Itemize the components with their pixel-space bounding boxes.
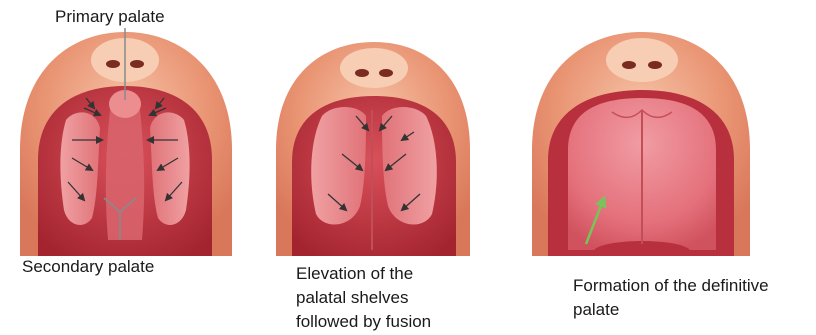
stage1-shelf-left bbox=[60, 112, 100, 225]
stage1-nostril-right bbox=[130, 60, 144, 68]
stage3-nostril-right bbox=[648, 61, 662, 69]
stage1-septum bbox=[106, 110, 144, 240]
label-stage3-line2: palate bbox=[573, 299, 619, 321]
stage2-shelf-right bbox=[382, 107, 437, 224]
stage2-nostril-right bbox=[379, 69, 393, 77]
stage3-nostril-left bbox=[622, 61, 636, 69]
stage2-shelf-left bbox=[311, 107, 366, 224]
stage1-nostril-left bbox=[106, 60, 120, 68]
label-stage2-line3: followed by fusion bbox=[296, 311, 431, 333]
label-stage3-line1: Formation of the definitive bbox=[573, 275, 769, 297]
panel-stage-2 bbox=[276, 42, 470, 256]
label-secondary-palate: Secondary palate bbox=[22, 256, 154, 278]
stage3-nose bbox=[606, 38, 678, 82]
panel-stage-1 bbox=[20, 28, 232, 256]
stage2-nostril-left bbox=[355, 69, 369, 77]
stage1-shelf-right bbox=[150, 112, 190, 225]
label-stage2-line2: palatal shelves bbox=[296, 287, 408, 309]
panel-stage-3 bbox=[532, 32, 750, 256]
label-primary-palate: Primary palate bbox=[55, 6, 165, 28]
label-stage2-line1: Elevation of the bbox=[296, 263, 413, 285]
stage2-nose bbox=[340, 48, 408, 88]
